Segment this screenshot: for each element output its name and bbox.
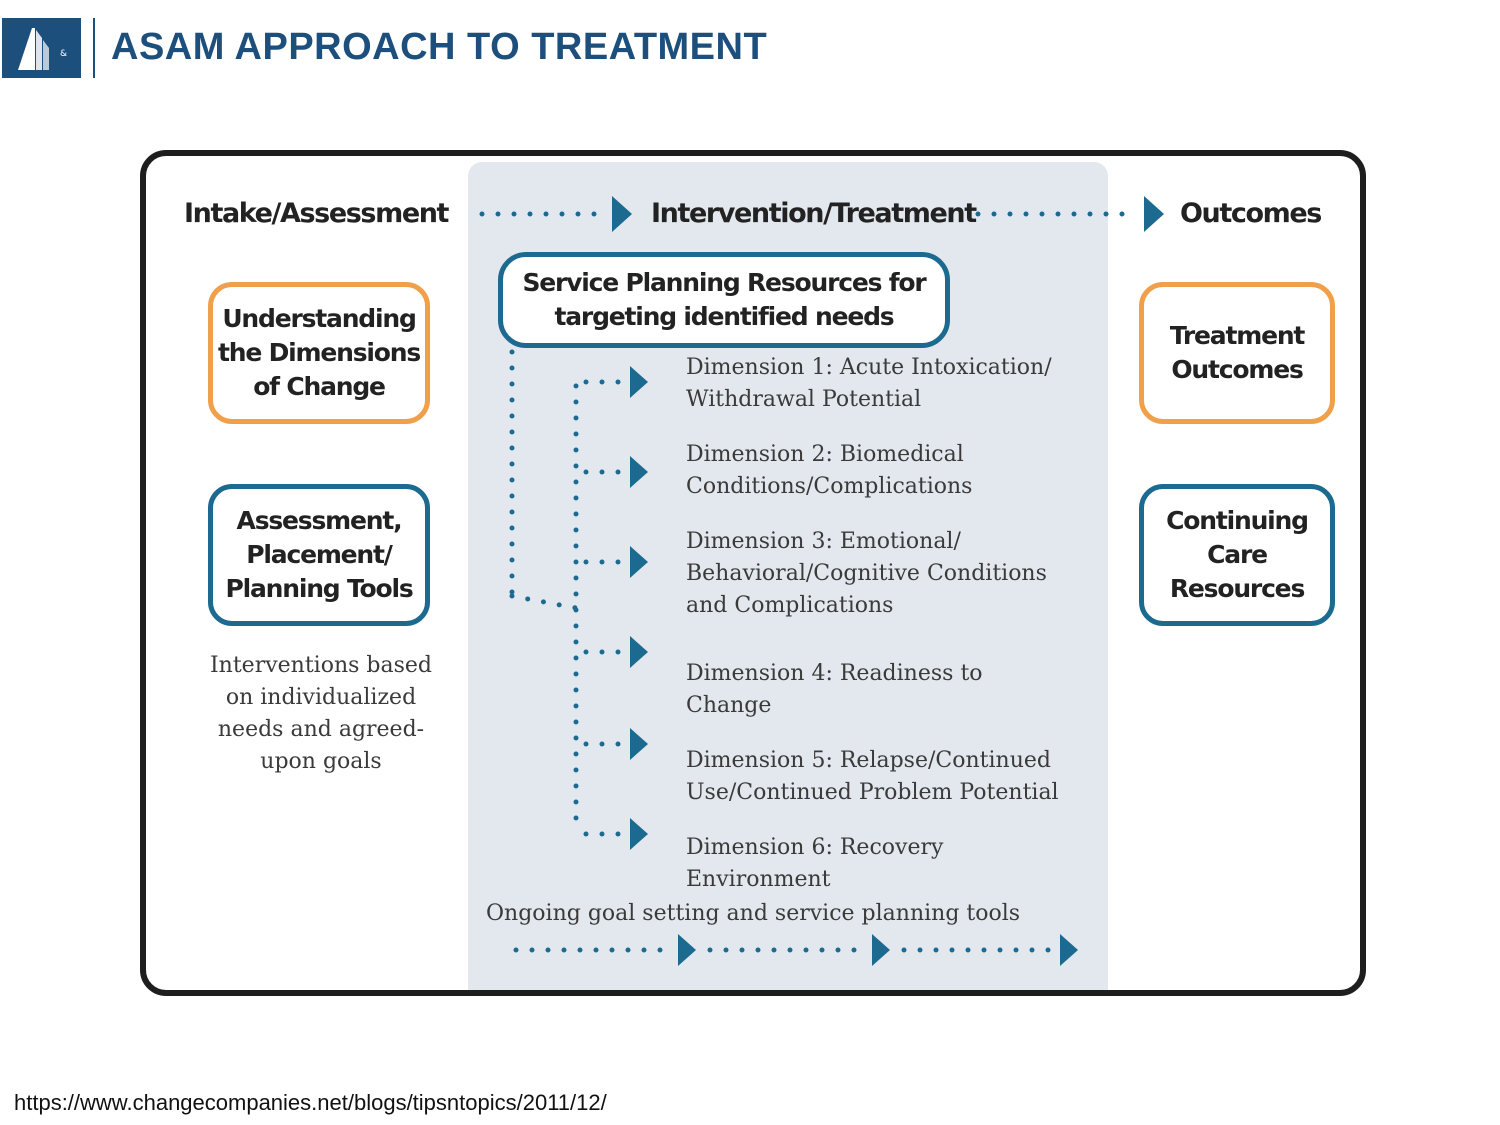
service-join-line <box>509 593 579 611</box>
page-title: ASAM APPROACH TO TREATMENT <box>111 26 768 68</box>
continuing-care-label: Continuing Care Resources <box>1166 506 1309 603</box>
dimension-1: Dimension 1: Acute Intoxication/ Withdra… <box>686 355 1052 412</box>
dimension-4: Dimension 4: Readiness to Change <box>686 661 983 718</box>
diagram-frame: Intake/Assessment Intervention/Treatment… <box>140 150 1366 996</box>
arrowhead-dim-3 <box>630 546 648 578</box>
ongoing-label: Ongoing goal setting and service plannin… <box>486 901 1021 926</box>
arrowhead-header-2 <box>1144 196 1164 232</box>
understanding-dimensions-box: Understanding the Dimensions of Change <box>208 282 430 424</box>
arrowhead-dim-2 <box>630 456 648 488</box>
flow-arrows <box>479 196 1164 966</box>
arrowhead-ongoing-3 <box>1060 934 1078 966</box>
arrowhead-dim-5 <box>630 728 648 760</box>
assessment-tools-label: Assessment, Placement/ Planning Tools <box>225 506 413 603</box>
treatment-outcomes-box: Treatment Outcomes <box>1139 282 1335 424</box>
company-logo: & <box>2 18 81 78</box>
understanding-dimensions-label: Understanding the Dimensions of Change <box>217 304 421 401</box>
arrowhead-dim-1 <box>630 366 648 398</box>
dimension-2: Dimension 2: Biomedical Conditions/Compl… <box>686 442 973 499</box>
dimension-5: Dimension 5: Relapse/Continued Use/Conti… <box>686 748 1059 805</box>
arrowhead-ongoing-1 <box>678 934 696 966</box>
assessment-tools-box: Assessment, Placement/ Planning Tools <box>208 484 430 626</box>
dimension-6: Dimension 6: Recovery Environment <box>686 835 944 892</box>
treatment-outcomes-label: Treatment Outcomes <box>1169 321 1306 384</box>
column-header-intervention: Intervention/Treatment <box>651 198 977 229</box>
arrowhead-dim-6 <box>630 818 648 850</box>
source-url[interactable]: https://www.changecompanies.net/blogs/ti… <box>14 1090 607 1115</box>
dimension-3: Dimension 3: Emotional/ Behavioral/Cogni… <box>686 529 1047 618</box>
interventions-note: Interventions based on individualized ne… <box>209 653 433 774</box>
continuing-care-box: Continuing Care Resources <box>1139 484 1335 626</box>
service-planning-box: Service Planning Resources for targeting… <box>498 252 950 348</box>
service-planning-label: Service Planning Resources for targeting… <box>522 268 926 331</box>
arrowhead-ongoing-2 <box>872 934 890 966</box>
arrowhead-dim-4 <box>630 636 648 668</box>
svg-text:&: & <box>60 49 67 59</box>
arrowhead-header-1 <box>612 196 632 232</box>
column-header-intake: Intake/Assessment <box>184 198 449 229</box>
header-divider <box>93 18 95 78</box>
column-header-outcomes: Outcomes <box>1180 198 1322 229</box>
